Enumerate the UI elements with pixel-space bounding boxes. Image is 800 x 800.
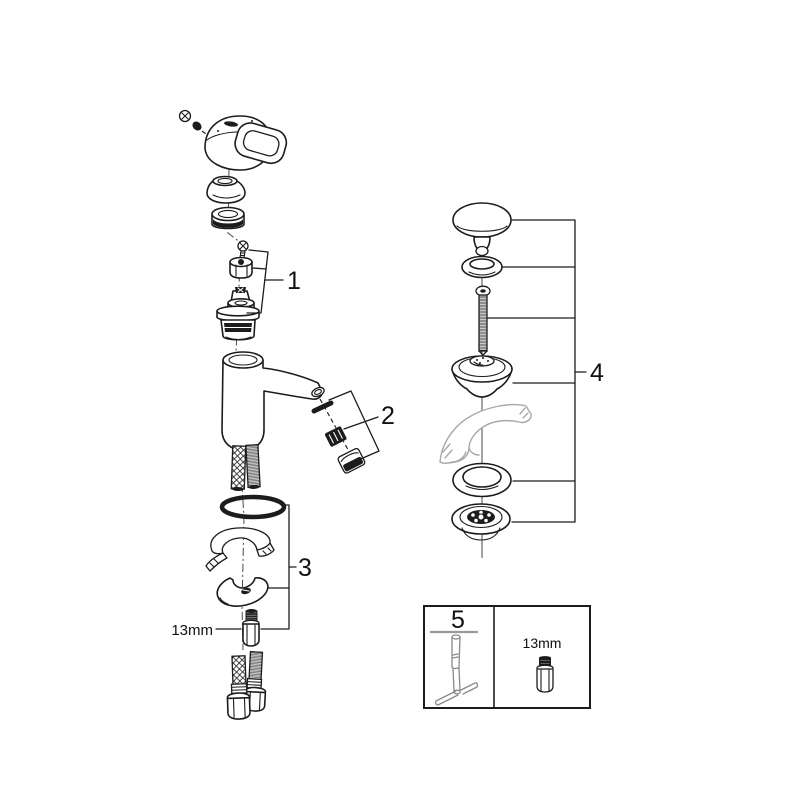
handle-fixing-screw bbox=[178, 109, 217, 142]
callout-3-label: 3 bbox=[298, 554, 312, 582]
retaining-ring bbox=[211, 206, 245, 230]
bolt-size-annotation: 13mm bbox=[171, 622, 242, 639]
socket-nut-icon bbox=[536, 656, 554, 693]
cartridge-nut bbox=[229, 256, 253, 279]
tool-box-cell-13mm: 13mm bbox=[523, 635, 562, 693]
tool-box-cell-5: 5 bbox=[430, 606, 479, 706]
callout-5-label: 5 bbox=[451, 606, 465, 634]
handle-loop bbox=[234, 122, 288, 165]
cartridge-screw bbox=[237, 240, 249, 259]
callout-1: 1 bbox=[246, 249, 301, 314]
mousseur bbox=[324, 425, 348, 448]
dome-cap bbox=[206, 175, 246, 204]
lift-rod bbox=[475, 285, 491, 356]
drain-body bbox=[451, 503, 511, 541]
horseshoe-washer bbox=[216, 577, 269, 607]
bolt-size-label: 13mm bbox=[171, 622, 213, 639]
supply-hoses-upper bbox=[230, 444, 261, 491]
callout-2: 2 bbox=[328, 390, 395, 462]
callout-3: 3 bbox=[260, 504, 312, 630]
aerator-seal bbox=[311, 400, 334, 414]
o-ring bbox=[219, 494, 287, 520]
stabilizer-plate bbox=[205, 527, 275, 572]
drain-seal-ring bbox=[452, 462, 512, 498]
lever-handle bbox=[204, 115, 288, 171]
supply-hoses-lower bbox=[226, 651, 267, 720]
hose-left bbox=[226, 655, 251, 720]
tool-box: 5 13mm bbox=[423, 605, 591, 709]
mounting-bolt bbox=[242, 609, 260, 647]
plug-seal-ring bbox=[461, 255, 503, 279]
tool-size-label: 13mm bbox=[523, 635, 562, 651]
callout-1-label: 1 bbox=[287, 267, 301, 295]
basin-cutaway bbox=[439, 403, 532, 464]
faucet-body bbox=[221, 351, 325, 451]
aerator-housing bbox=[337, 447, 366, 474]
callout-2-label: 2 bbox=[381, 402, 395, 430]
spout-tip-face bbox=[311, 386, 325, 398]
popup-plug bbox=[452, 202, 512, 257]
callout-4-label: 4 bbox=[590, 359, 604, 387]
mounting-tool-icon bbox=[434, 634, 479, 706]
cartridge bbox=[216, 287, 260, 341]
callout-4: 4 bbox=[487, 219, 604, 523]
drain-flange bbox=[451, 355, 513, 398]
